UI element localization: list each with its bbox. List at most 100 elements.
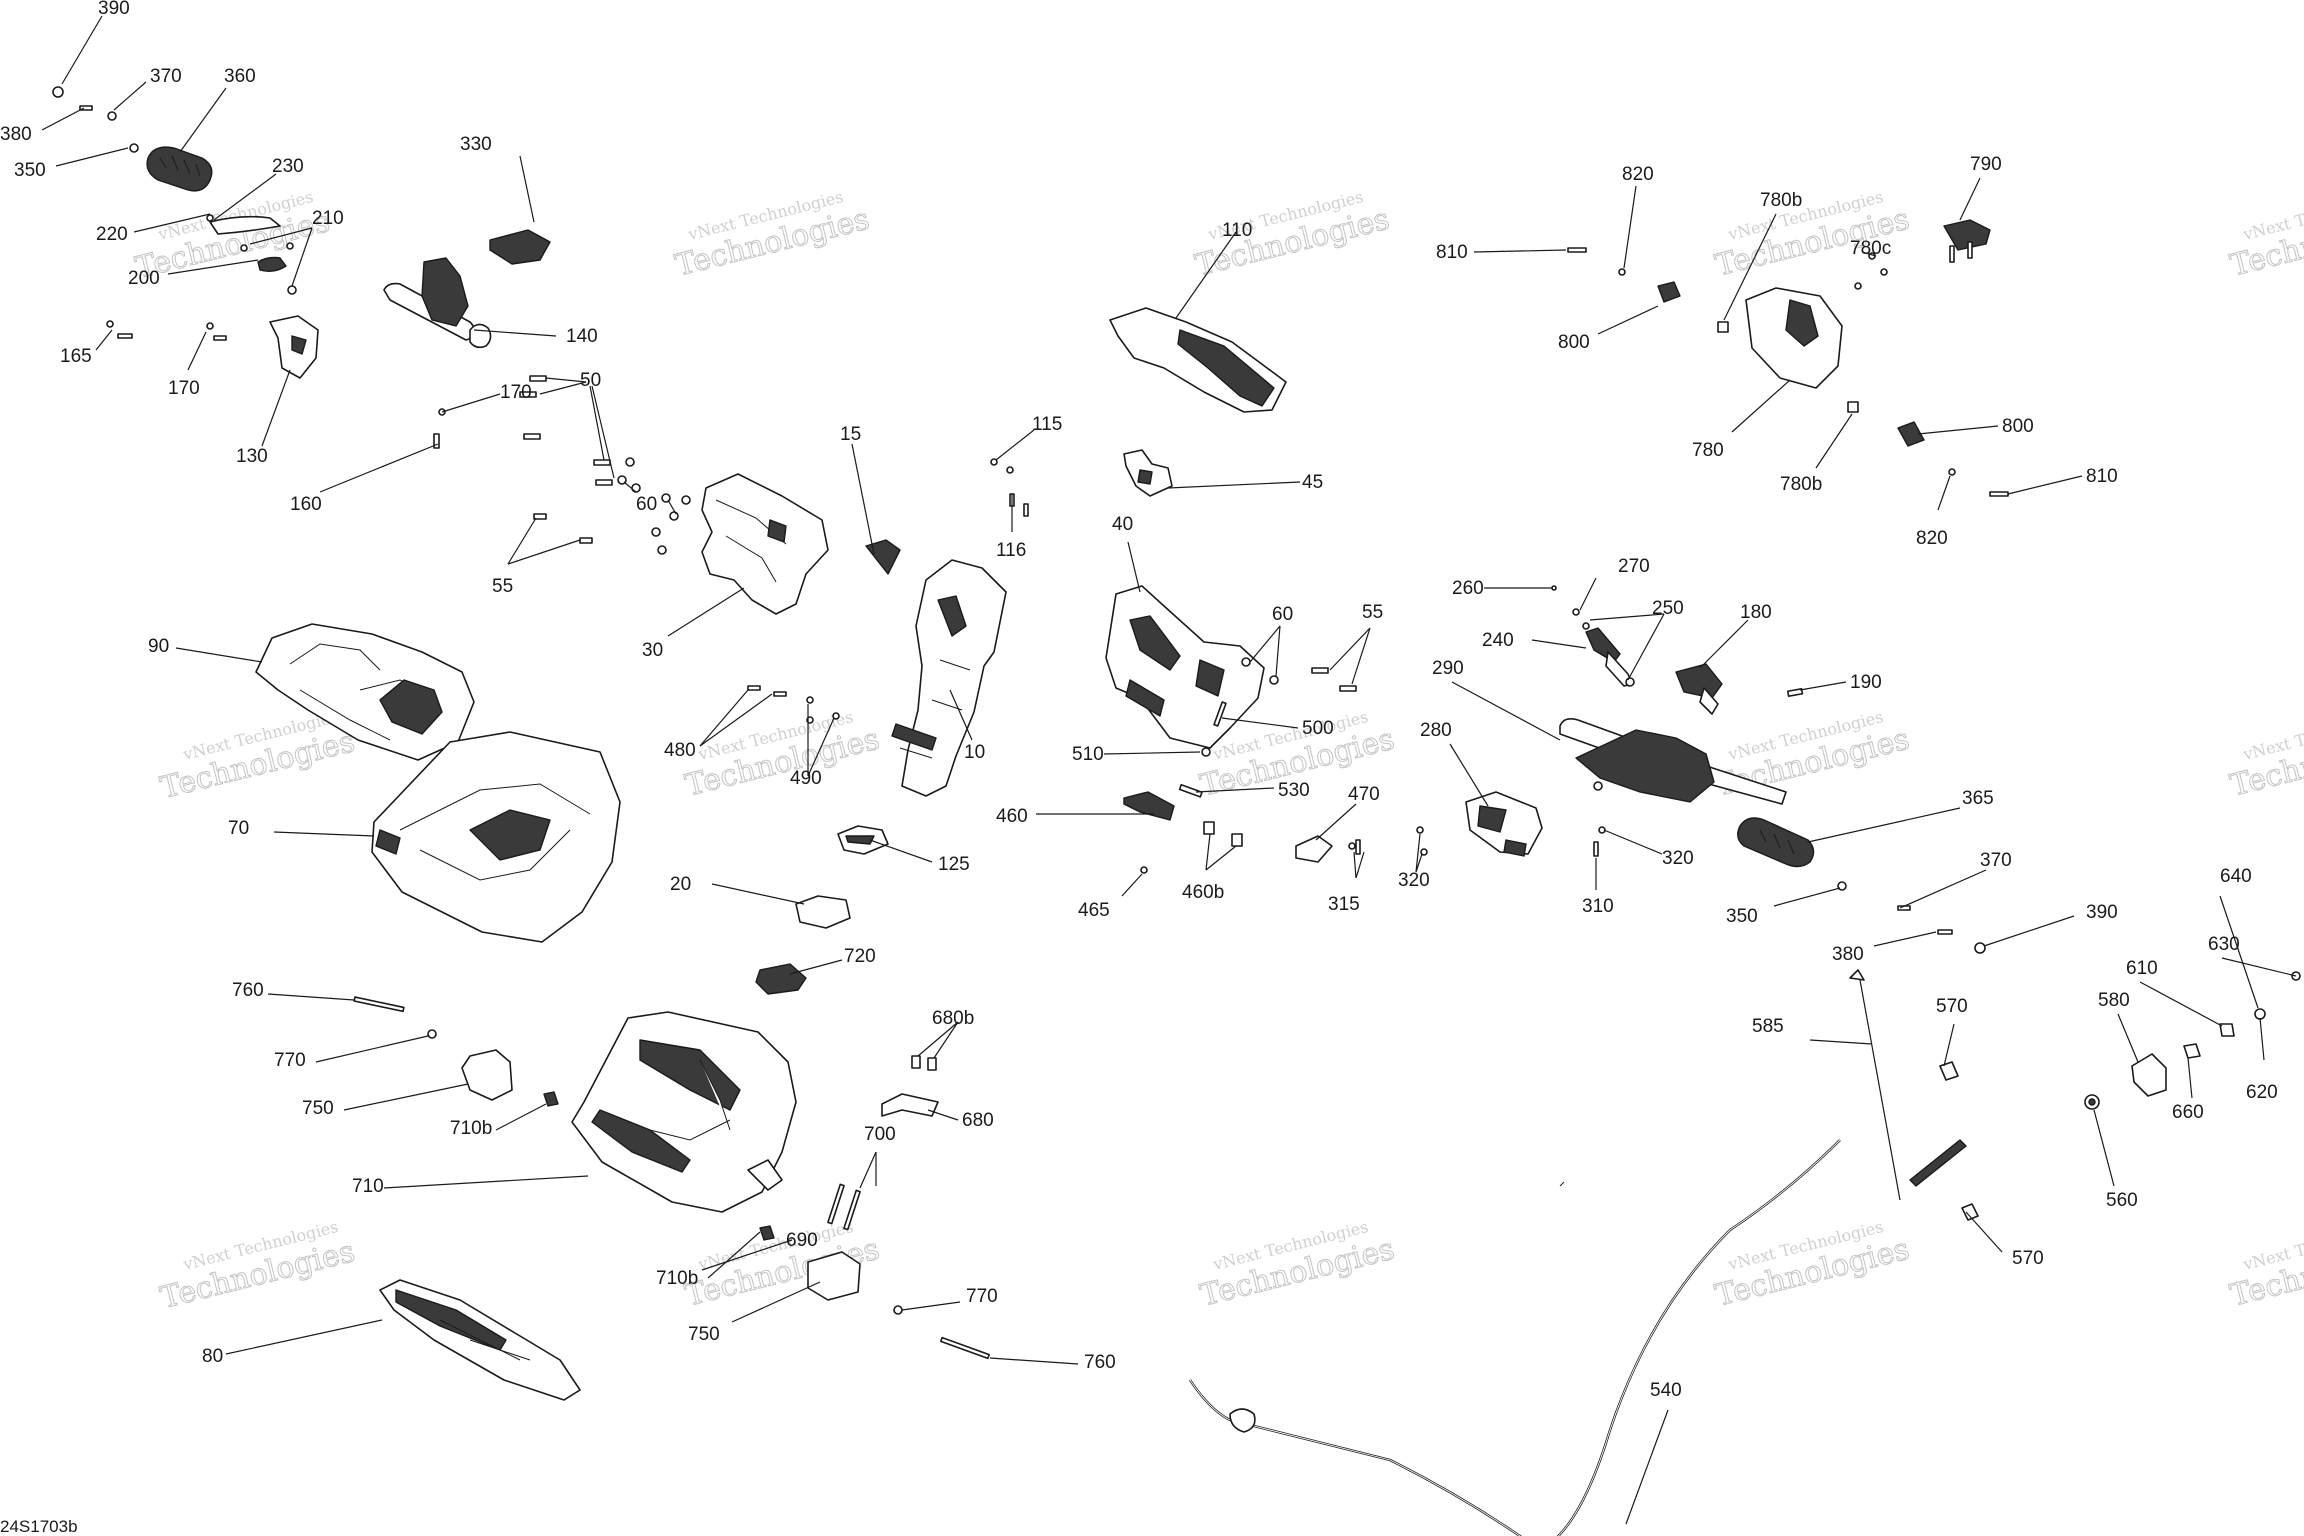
callout-label: 720 [844, 946, 876, 967]
callout-label: 380 [0, 124, 32, 145]
callout-label: 780b [1780, 474, 1822, 495]
callout-label: 90 [148, 636, 169, 657]
callout-label: 750 [688, 1324, 720, 1345]
callout-label: 620 [2246, 1082, 2278, 1103]
callout-label: 320 [1398, 870, 1430, 891]
callout-label: 20 [670, 874, 691, 895]
callout-label: 810 [1436, 242, 1468, 263]
mount-bracket-part [106, 315, 319, 379]
callout-label: 770 [274, 1050, 306, 1071]
callout-label: 280 [1420, 720, 1452, 741]
callout-label: 110 [1222, 220, 1252, 241]
callout-label: 800 [2002, 416, 2034, 437]
bushing-parts [755, 825, 889, 995]
callout-label: 260 [1452, 578, 1484, 599]
callout-label: 140 [566, 326, 598, 347]
switch-housing-part [1465, 791, 1543, 857]
callout-label: 160 [290, 494, 322, 515]
callout-label: 170 [168, 378, 200, 399]
callout-label: 560 [2106, 1190, 2138, 1211]
console-screws [747, 685, 840, 724]
callout-label: 630 [2208, 934, 2240, 955]
callout-label: 820 [1916, 528, 1948, 549]
callout-labels: 390 370 360 380 350 230 220 210 200 165 … [0, 0, 2278, 1401]
callout-label: 570 [1936, 996, 1968, 1017]
callout-label: 460b [1182, 882, 1224, 903]
callout-label: 70 [228, 818, 249, 839]
callout-label: 320 [1662, 848, 1694, 869]
callout-label: 200 [128, 268, 160, 289]
callout-label: 780c [1850, 238, 1891, 259]
callout-label: 760 [1084, 1352, 1116, 1373]
callout-label: 30 [642, 640, 663, 661]
callout-label: 190 [1850, 672, 1882, 693]
callout-label: 40 [1112, 514, 1133, 535]
callout-label: 710b [656, 1268, 698, 1289]
callout-label: 230 [272, 156, 304, 177]
lower-trim-part [379, 1279, 581, 1401]
callout-label: 470 [1348, 784, 1380, 805]
mirror-mount-part [1567, 219, 2009, 497]
callout-label: 220 [96, 224, 128, 245]
callout-label: 640 [2220, 866, 2252, 887]
callout-label: 350 [1726, 906, 1758, 927]
callout-label: 760 [232, 980, 264, 1001]
callout-label: 680b [932, 1008, 974, 1029]
callout-label: 380 [1832, 944, 1864, 965]
callout-label: 170 [500, 382, 532, 403]
callout-label: 55 [492, 576, 513, 597]
callout-label: 55 [1362, 602, 1383, 623]
fastener-group [433, 375, 691, 555]
cable-fittings-right [1939, 971, 2301, 1221]
callout-label: 585 [1752, 1016, 1784, 1037]
callout-label: 390 [98, 0, 130, 19]
pivot-cap-part [865, 539, 901, 575]
steering-clip-parts [827, 1055, 939, 1231]
callout-label: 680 [962, 1110, 994, 1131]
callout-label: 810 [2086, 466, 2118, 487]
callout-label: 540 [1650, 1380, 1682, 1401]
lower-steering-housing-part [571, 1011, 797, 1213]
callout-label: 820 [1622, 164, 1654, 185]
callout-label: 465 [1078, 900, 1110, 921]
callout-label: 130 [236, 446, 268, 467]
upper-console-panel-part [255, 623, 475, 761]
callout-label: 790 [1970, 154, 2002, 175]
callout-label: 240 [1482, 630, 1514, 651]
main-console-housing-part [371, 731, 621, 943]
callout-label: 180 [1740, 602, 1772, 623]
callout-label: 115 [1032, 414, 1062, 435]
callout-label: 770 [966, 1286, 998, 1307]
callout-label: 10 [964, 742, 985, 763]
callout-label: 780 [1692, 440, 1724, 461]
callout-label: 610 [2126, 958, 2158, 979]
throttle-housing-part [383, 257, 492, 349]
brake-lever-part [206, 214, 297, 295]
handlebar-right-part [1559, 718, 1787, 857]
callout-label: 60 [636, 494, 657, 515]
handlebar-cover-part [1675, 663, 1804, 715]
callout-label: 125 [938, 854, 970, 875]
callout-label: 360 [224, 66, 256, 87]
callout-label: 365 [1962, 788, 1994, 809]
callout-label: 290 [1432, 658, 1464, 679]
parts-layer [52, 86, 2301, 1536]
callout-label: 500 [1302, 718, 1334, 739]
steering-column-part [891, 458, 1029, 797]
callout-label: 50 [580, 370, 601, 391]
shaft-fittings-left [353, 996, 990, 1360]
callout-label: 165 [60, 346, 92, 367]
switch-bracket-part [1123, 449, 1173, 497]
callout-label: 60 [1272, 604, 1293, 625]
callout-label: 750 [302, 1098, 334, 1119]
callout-label: 710b [450, 1118, 492, 1139]
callout-label: 510 [1072, 744, 1104, 765]
callout-label: 570 [2012, 1248, 2044, 1269]
switch-cap-part [489, 229, 551, 265]
callout-label: 370 [1980, 850, 2012, 871]
callout-label: 80 [202, 1346, 223, 1367]
callout-label: 690 [786, 1230, 818, 1251]
callout-label: 350 [14, 160, 46, 181]
callout-label: 580 [2098, 990, 2130, 1011]
